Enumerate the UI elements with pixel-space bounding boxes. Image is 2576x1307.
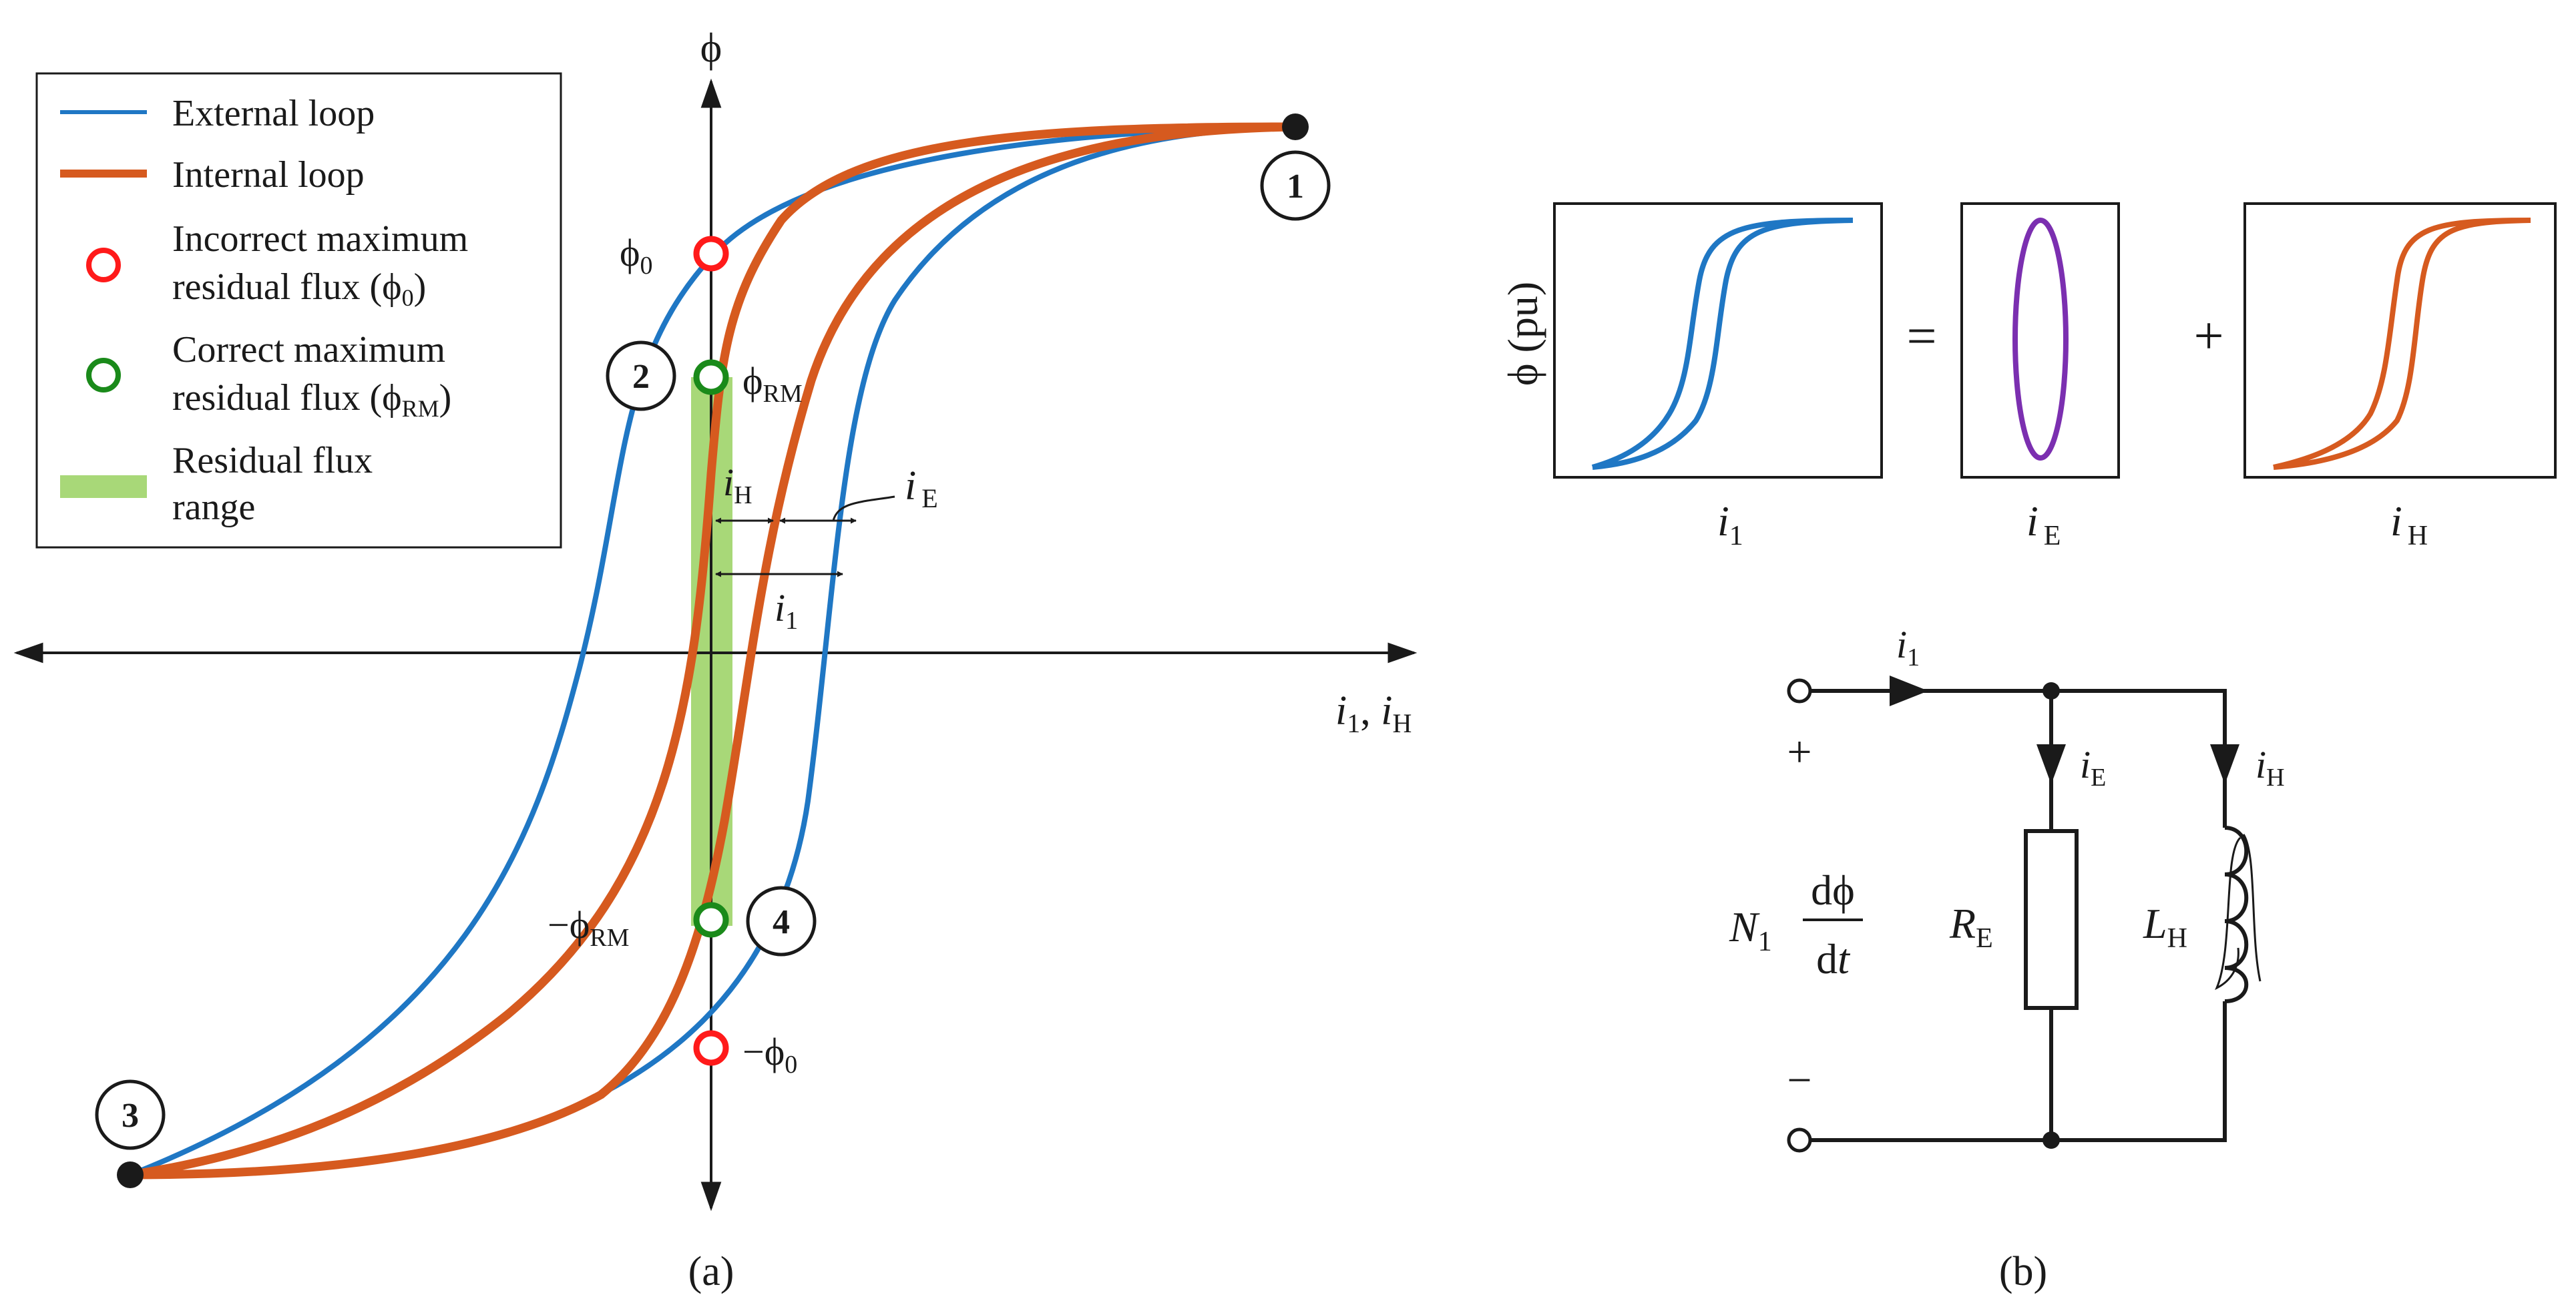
phiRM-label: ϕRM [742,359,803,408]
callout-2: 2 [606,340,676,411]
terminal-top [1787,678,1812,704]
box-iE [1960,202,2120,479]
legend-range-line1: Residual flux [172,440,373,481]
legend-incorrect-line1: Incorrect maximum [172,218,468,260]
legend-incorrect-line2: residual flux (ϕ0) [172,266,426,311]
terminal-bottom [1787,1127,1812,1153]
y-axis-label: ϕ [700,25,722,71]
legend-range-line2: range [172,487,255,528]
circuit-minus: − [1787,1056,1811,1105]
svg-text:1: 1 [1287,168,1304,206]
iE-current-arrow [2036,744,2066,784]
box-iH [2243,202,2557,479]
svg-text:2: 2 [632,358,650,396]
circuit-LH-label: LH [2143,900,2187,954]
panel-b-caption: (b) [1999,1249,2047,1294]
plus-sign: + [2193,307,2223,366]
x-axis-label: i1, iH [1335,688,1412,738]
legend: External loop Internal loop Incorrect ma… [35,72,562,549]
incorrect-phi0-bottom-marker [693,1030,729,1066]
panel-a-caption: (a) [688,1249,734,1294]
circuit-i1-label: i1 [1896,623,1920,672]
i1-current-arrow [1890,676,1928,706]
legend-external-label: External loop [172,93,375,134]
iE-leader [832,495,895,521]
correct-phiRM-bottom-marker [693,902,729,938]
incorrect-phi0-top-marker [693,236,729,272]
circuit: i1 iE iH + − N1 dϕ dt RE [1729,623,2285,1153]
internal-loop-curve [130,122,1296,1180]
phi0-label: ϕ0 [620,231,653,280]
legend-range-swatch [60,475,147,498]
correct-phiRM-top-marker [693,359,729,395]
resistor-RE [2024,829,2079,1010]
legend-correct-line2: residual flux (ϕRM) [172,377,451,422]
circuit-iE-label: iE [2080,743,2106,792]
i1-label: i1 [775,586,798,635]
callout-1: 1 [1260,150,1331,221]
point-3-dot [117,1161,144,1188]
circuit-RE-label: RE [1949,900,1993,954]
box-iH-loop [2273,218,2531,470]
neg-phiRM-label: −ϕRM [548,903,629,952]
iH-label: iH [723,461,753,509]
legend-correct-marker [86,358,121,393]
circuit-source-expression: N1 dϕ dt [1729,866,1863,983]
point-1-dot [1282,113,1309,140]
inductor-core [2215,834,2262,991]
legend-correct-line1: Correct maximum [172,329,445,370]
svg-text:4: 4 [773,903,790,941]
legend-internal-label: Internal loop [172,154,365,196]
callout-3: 3 [95,1079,166,1150]
junction-bottom [2043,1131,2060,1149]
equals-sign: = [1906,307,1936,366]
iH-current-arrow [2210,744,2239,784]
panel-a: 1 2 3 4 ϕ i1, iH ϕ0 ϕRM −ϕRM −ϕ0 [13,25,1418,1294]
svg-text:dϕ: dϕ [1811,866,1855,914]
box-iE-ellipse [2012,218,2069,461]
box-i1-label: i1 [1717,497,1743,551]
circuit-iH-label: iH [2256,743,2285,792]
panel-b-y-label: ϕ (pu) [1499,282,1546,386]
neg-phi0-label: −ϕ0 [742,1030,797,1079]
junction-top [2043,682,2060,700]
svg-text:dt: dt [1816,935,1851,983]
legend-incorrect-marker [86,248,121,282]
inductor-LH [2224,826,2249,1003]
circuit-plus: + [1787,728,1811,776]
callout-4: 4 [746,886,817,957]
svg-text:N1: N1 [1729,903,1772,957]
box-i1-loop [1591,218,1854,470]
svg-text:3: 3 [122,1097,139,1135]
